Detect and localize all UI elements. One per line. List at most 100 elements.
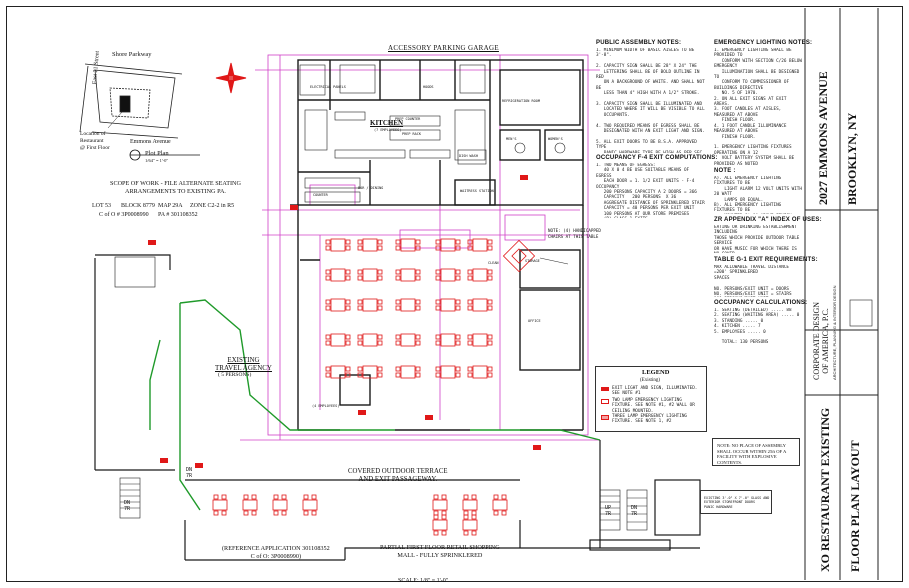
project-address: 2027 EMMONS AVENUE bbox=[816, 71, 830, 205]
chair bbox=[357, 305, 363, 311]
dining-table bbox=[472, 365, 488, 379]
terrace-chair bbox=[311, 494, 317, 500]
chair bbox=[325, 269, 331, 275]
terrace-label: COVERED OUTDOOR TERRACE AND EXIT PASSAGE… bbox=[348, 468, 448, 483]
assembly-note: NOTE: NO PLACE OF ASSEMBLY SHALL OCCUR W… bbox=[717, 443, 787, 465]
terrace-chair bbox=[501, 494, 507, 500]
chair bbox=[415, 340, 421, 346]
dining-table bbox=[440, 298, 456, 312]
chair bbox=[357, 269, 363, 275]
chair bbox=[467, 305, 473, 311]
chair bbox=[415, 372, 421, 378]
terrace-chair bbox=[221, 510, 227, 516]
chair bbox=[345, 275, 351, 281]
co-number: C of O # 3P0008990 bbox=[99, 212, 149, 218]
terrace-chair bbox=[463, 530, 469, 536]
chair bbox=[435, 366, 441, 372]
travel-agency bbox=[94, 254, 175, 471]
public-assembly-header: PUBLIC ASSEMBLY NOTES: bbox=[596, 40, 682, 46]
note-header: NOTE : bbox=[714, 168, 736, 174]
chair bbox=[395, 275, 401, 281]
chair bbox=[455, 275, 461, 281]
chair bbox=[377, 299, 383, 305]
terrace-chair bbox=[281, 510, 287, 516]
chair bbox=[345, 299, 351, 305]
terrace-chair bbox=[441, 510, 447, 516]
emergency-header: EMERGENCY LIGHTING NOTES: bbox=[714, 40, 813, 46]
dining-table bbox=[472, 298, 488, 312]
chair bbox=[415, 305, 421, 311]
chair bbox=[357, 275, 363, 281]
chair bbox=[325, 275, 331, 281]
terrace-chair bbox=[471, 530, 477, 536]
occupancy-header: OCCUPANCY F-4 EXIT COMPUTATIONS: bbox=[596, 155, 718, 161]
kitchen-fixtures bbox=[299, 64, 566, 203]
terrace-chair bbox=[471, 510, 477, 516]
chair bbox=[415, 275, 421, 281]
chair bbox=[395, 299, 401, 305]
terrace-chair bbox=[311, 510, 317, 516]
terrace-chair bbox=[463, 514, 469, 520]
terrace-chair bbox=[471, 494, 477, 500]
terrace-chair bbox=[433, 530, 439, 536]
chair bbox=[467, 340, 473, 346]
chair bbox=[395, 366, 401, 372]
chair bbox=[377, 334, 383, 340]
electrical-label: ELECTRICAL PANELS bbox=[310, 85, 346, 89]
prep-rack-label: PREP RACK bbox=[402, 132, 421, 136]
prep-counter-label: PREP COUNTER bbox=[395, 117, 421, 121]
terrace-chair bbox=[493, 510, 499, 516]
dining-table bbox=[362, 298, 378, 312]
terrace-chair bbox=[243, 510, 249, 516]
chair bbox=[325, 299, 331, 305]
dining-table bbox=[440, 365, 456, 379]
chair bbox=[395, 239, 401, 245]
chair bbox=[415, 239, 421, 245]
exit-light-icon bbox=[601, 387, 609, 391]
chair bbox=[357, 245, 363, 251]
terrace-table bbox=[242, 499, 258, 511]
firm-subtitle: ARCHITECTURE, PLANNING & INTERIOR DESIGN bbox=[832, 285, 837, 380]
dining-table bbox=[330, 333, 346, 347]
terrace-table bbox=[462, 519, 478, 531]
chair bbox=[395, 305, 401, 311]
stair-up: UP 7R bbox=[605, 505, 612, 517]
terrace bbox=[184, 440, 701, 561]
terrace-chair bbox=[303, 510, 309, 516]
project-city: BROOKLYN, NY bbox=[845, 112, 859, 205]
terrace-chair bbox=[463, 494, 469, 500]
chair bbox=[455, 372, 461, 378]
chair bbox=[395, 340, 401, 346]
chair bbox=[377, 245, 383, 251]
chair bbox=[377, 269, 383, 275]
terrace-tables bbox=[212, 494, 508, 536]
legend-subtitle: (Existing) bbox=[640, 378, 660, 383]
cooler-label: REFRIGERATION ROOM bbox=[502, 99, 540, 103]
table-body: MAX ALLOWABLE TRAVEL DISTANCE =200' SPRI… bbox=[714, 265, 792, 297]
chair bbox=[325, 372, 331, 378]
chair bbox=[435, 334, 441, 340]
chair bbox=[487, 239, 493, 245]
chair bbox=[455, 239, 461, 245]
terrace-chair bbox=[273, 510, 279, 516]
chair bbox=[455, 269, 461, 275]
occ-calc-body: 1. SEATING (DETAILED) ..... 88 2. SEATIN… bbox=[714, 308, 800, 346]
terrace-table bbox=[432, 519, 448, 531]
chair bbox=[345, 305, 351, 311]
terrace-chair bbox=[213, 494, 219, 500]
kitchen-label: KITCHEN bbox=[370, 119, 404, 127]
terrace-table bbox=[272, 499, 288, 511]
dining-table bbox=[440, 268, 456, 282]
terrace-chair bbox=[471, 514, 477, 520]
chair bbox=[455, 305, 461, 311]
stair-dn-left: DN 7R bbox=[124, 500, 131, 512]
dining-table bbox=[330, 268, 346, 282]
chair bbox=[487, 275, 493, 281]
dining-table bbox=[400, 298, 416, 312]
firm-name: CORPORATE DESIGN OF AMERICA, P.C. bbox=[812, 301, 830, 380]
chair bbox=[415, 334, 421, 340]
chair bbox=[435, 245, 441, 251]
chair bbox=[377, 372, 383, 378]
walls bbox=[290, 59, 584, 431]
